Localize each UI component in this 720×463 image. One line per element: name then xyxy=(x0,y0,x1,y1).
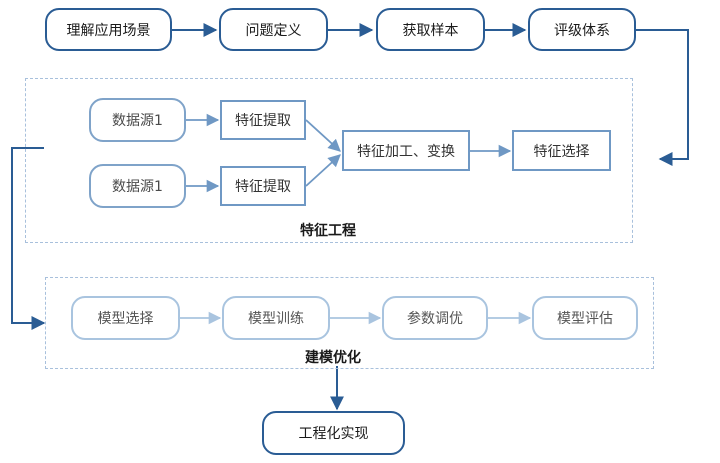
node-data-source-1: 数据源1 xyxy=(89,98,186,142)
node-feature-extract-1: 特征提取 xyxy=(220,100,306,140)
edge-rating-to-feature-group xyxy=(636,29,689,166)
node-model-train: 模型训练 xyxy=(222,296,330,340)
group-model-optimization xyxy=(45,277,654,369)
node-data-source-2: 数据源1 xyxy=(89,164,186,208)
group-feature-engineering xyxy=(25,78,633,243)
edge-feature-group-to-modeling xyxy=(11,147,46,330)
node-feature-select: 特征选择 xyxy=(512,130,611,171)
node-engineering-implementation: 工程化实现 xyxy=(262,411,405,455)
label-model-optimization: 建模优化 xyxy=(305,350,361,366)
node-rating-system: 评级体系 xyxy=(528,8,636,51)
node-model-select: 模型选择 xyxy=(71,296,180,340)
node-param-tune: 参数调优 xyxy=(382,296,488,340)
node-problem-definition: 问题定义 xyxy=(219,8,328,51)
node-feature-extract-2: 特征提取 xyxy=(220,166,306,206)
edge-extract2-to-transform xyxy=(305,154,341,187)
node-model-eval: 模型评估 xyxy=(532,296,638,340)
edge-extract1-to-transform xyxy=(305,119,341,152)
label-feature-engineering: 特征工程 xyxy=(300,223,356,239)
node-feature-transform: 特征加工、变换 xyxy=(342,130,470,171)
node-understand-scene: 理解应用场景 xyxy=(45,8,172,51)
node-get-samples: 获取样本 xyxy=(376,8,485,51)
